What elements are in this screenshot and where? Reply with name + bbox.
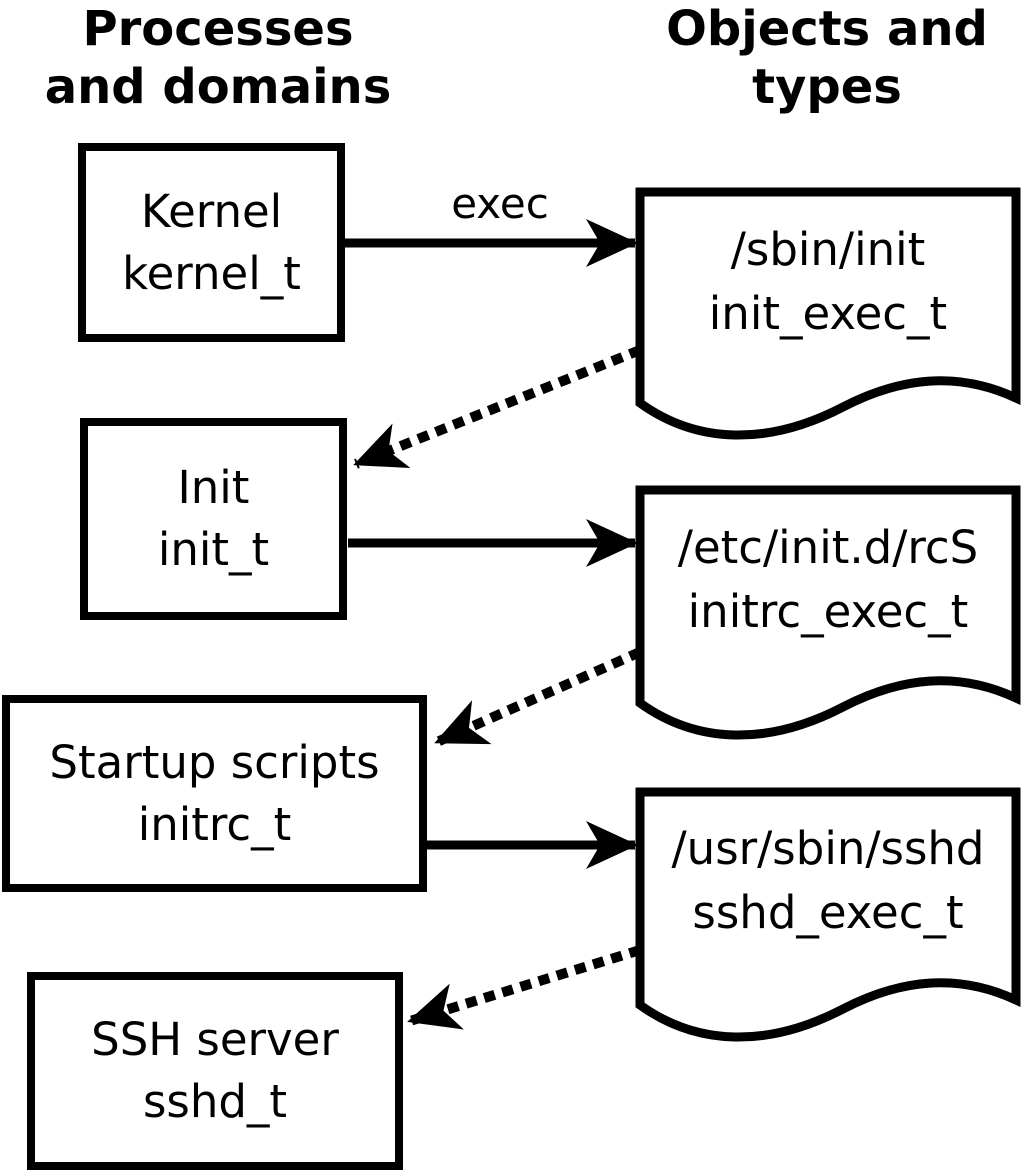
column-header-line: Processes [82, 1, 354, 57]
object-type: initrc_exec_t [687, 585, 969, 638]
process-domain: kernel_t [122, 246, 301, 300]
document-shape-usr-sbin-sshd [635, 787, 1021, 1042]
dotted-arrow-sbin-init-to-init [353, 345, 642, 469]
document-label-sbin-init: /sbin/init init_exec_t [640, 218, 1016, 346]
process-box-startup-scripts: Startup scripts initrc_t [2, 695, 427, 892]
process-box-kernel: Kernel kernel_t [78, 143, 345, 342]
process-name: Kernel [140, 184, 283, 238]
object-type: sshd_exec_t [692, 886, 964, 939]
column-header-line: Objects and [666, 1, 988, 57]
process-box-ssh-server: SSH server sshd_t [27, 972, 403, 1170]
object-path: /sbin/init [730, 223, 926, 276]
document-label-etc-initd-rcs: /etc/init.d/rcS initrc_exec_t [640, 516, 1016, 644]
dotted-arrow-sshd-to-sshserver [407, 945, 642, 1030]
column-header-objects: Objects and types [637, 0, 1017, 116]
document-shape-etc-initd-rcs [635, 485, 1021, 740]
exec-arrow-label: exec [451, 179, 549, 228]
object-type: init_exec_t [708, 287, 948, 340]
object-path: /etc/init.d/rcS [677, 521, 979, 574]
dotted-arrow-rcs-to-startup [434, 647, 643, 747]
object-path: /usr/sbin/sshd [671, 822, 985, 875]
process-name: Init [177, 461, 250, 514]
column-header-processes: Processes and domains [28, 0, 408, 116]
process-name: Startup scripts [49, 735, 380, 789]
process-domain: init_t [157, 523, 270, 576]
process-domain: initrc_t [137, 797, 292, 851]
document-label-usr-sbin-sshd: /usr/sbin/sshd sshd_exec_t [640, 817, 1016, 945]
process-name: SSH server [91, 1013, 339, 1066]
column-header-line: types [752, 59, 902, 115]
process-domain: sshd_t [142, 1075, 288, 1128]
document-shape-sbin-init [635, 187, 1021, 440]
process-box-init: Init init_t [80, 418, 347, 620]
column-header-line: and domains [44, 59, 392, 115]
